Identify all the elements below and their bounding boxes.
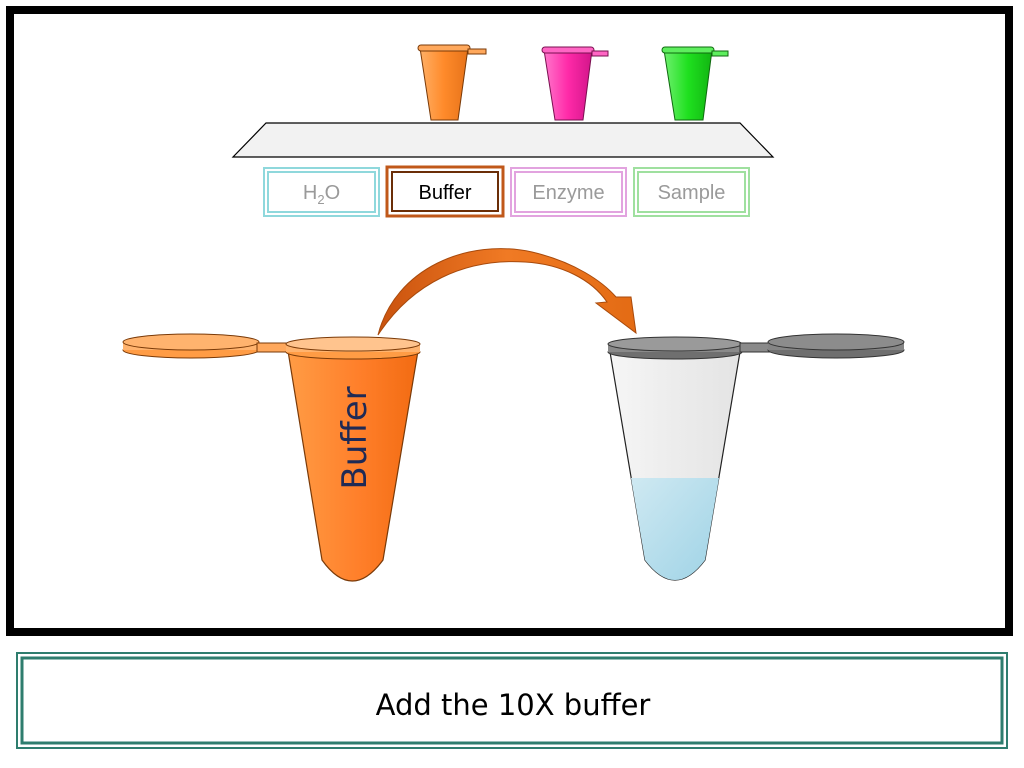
- label-h2o-subscript: 2: [317, 192, 324, 207]
- source-tube-label: Buffer: [335, 386, 375, 489]
- label-h2o-base: H: [303, 182, 317, 204]
- label-h2o-tail: O: [325, 182, 341, 204]
- caption-text: Add the 10X buffer: [376, 688, 651, 722]
- source-tube-buffer: Buffer: [122, 333, 421, 582]
- caption-box: Add the 10X buffer: [16, 652, 1008, 749]
- rack-tube-enzyme: [541, 46, 609, 121]
- label-sample-text: Sample: [658, 182, 726, 204]
- target-tube-liquid: [631, 478, 719, 580]
- label-buffer: Buffer: [385, 165, 505, 218]
- label-enzyme-text: Enzyme: [532, 182, 604, 204]
- label-sample: Sample: [633, 167, 750, 217]
- rack-tube-buffer: [417, 44, 487, 121]
- diagram-frame: [6, 6, 1013, 636]
- rack-tube-sample: [661, 46, 729, 121]
- target-tube: [607, 333, 905, 581]
- label-h2o: H2O: [263, 167, 380, 217]
- tube-rack: [231, 122, 775, 158]
- label-enzyme: Enzyme: [510, 167, 627, 217]
- label-buffer-text: Buffer: [419, 182, 472, 204]
- transfer-arrow: [377, 248, 637, 336]
- label-h2o-text: H2O: [303, 182, 340, 207]
